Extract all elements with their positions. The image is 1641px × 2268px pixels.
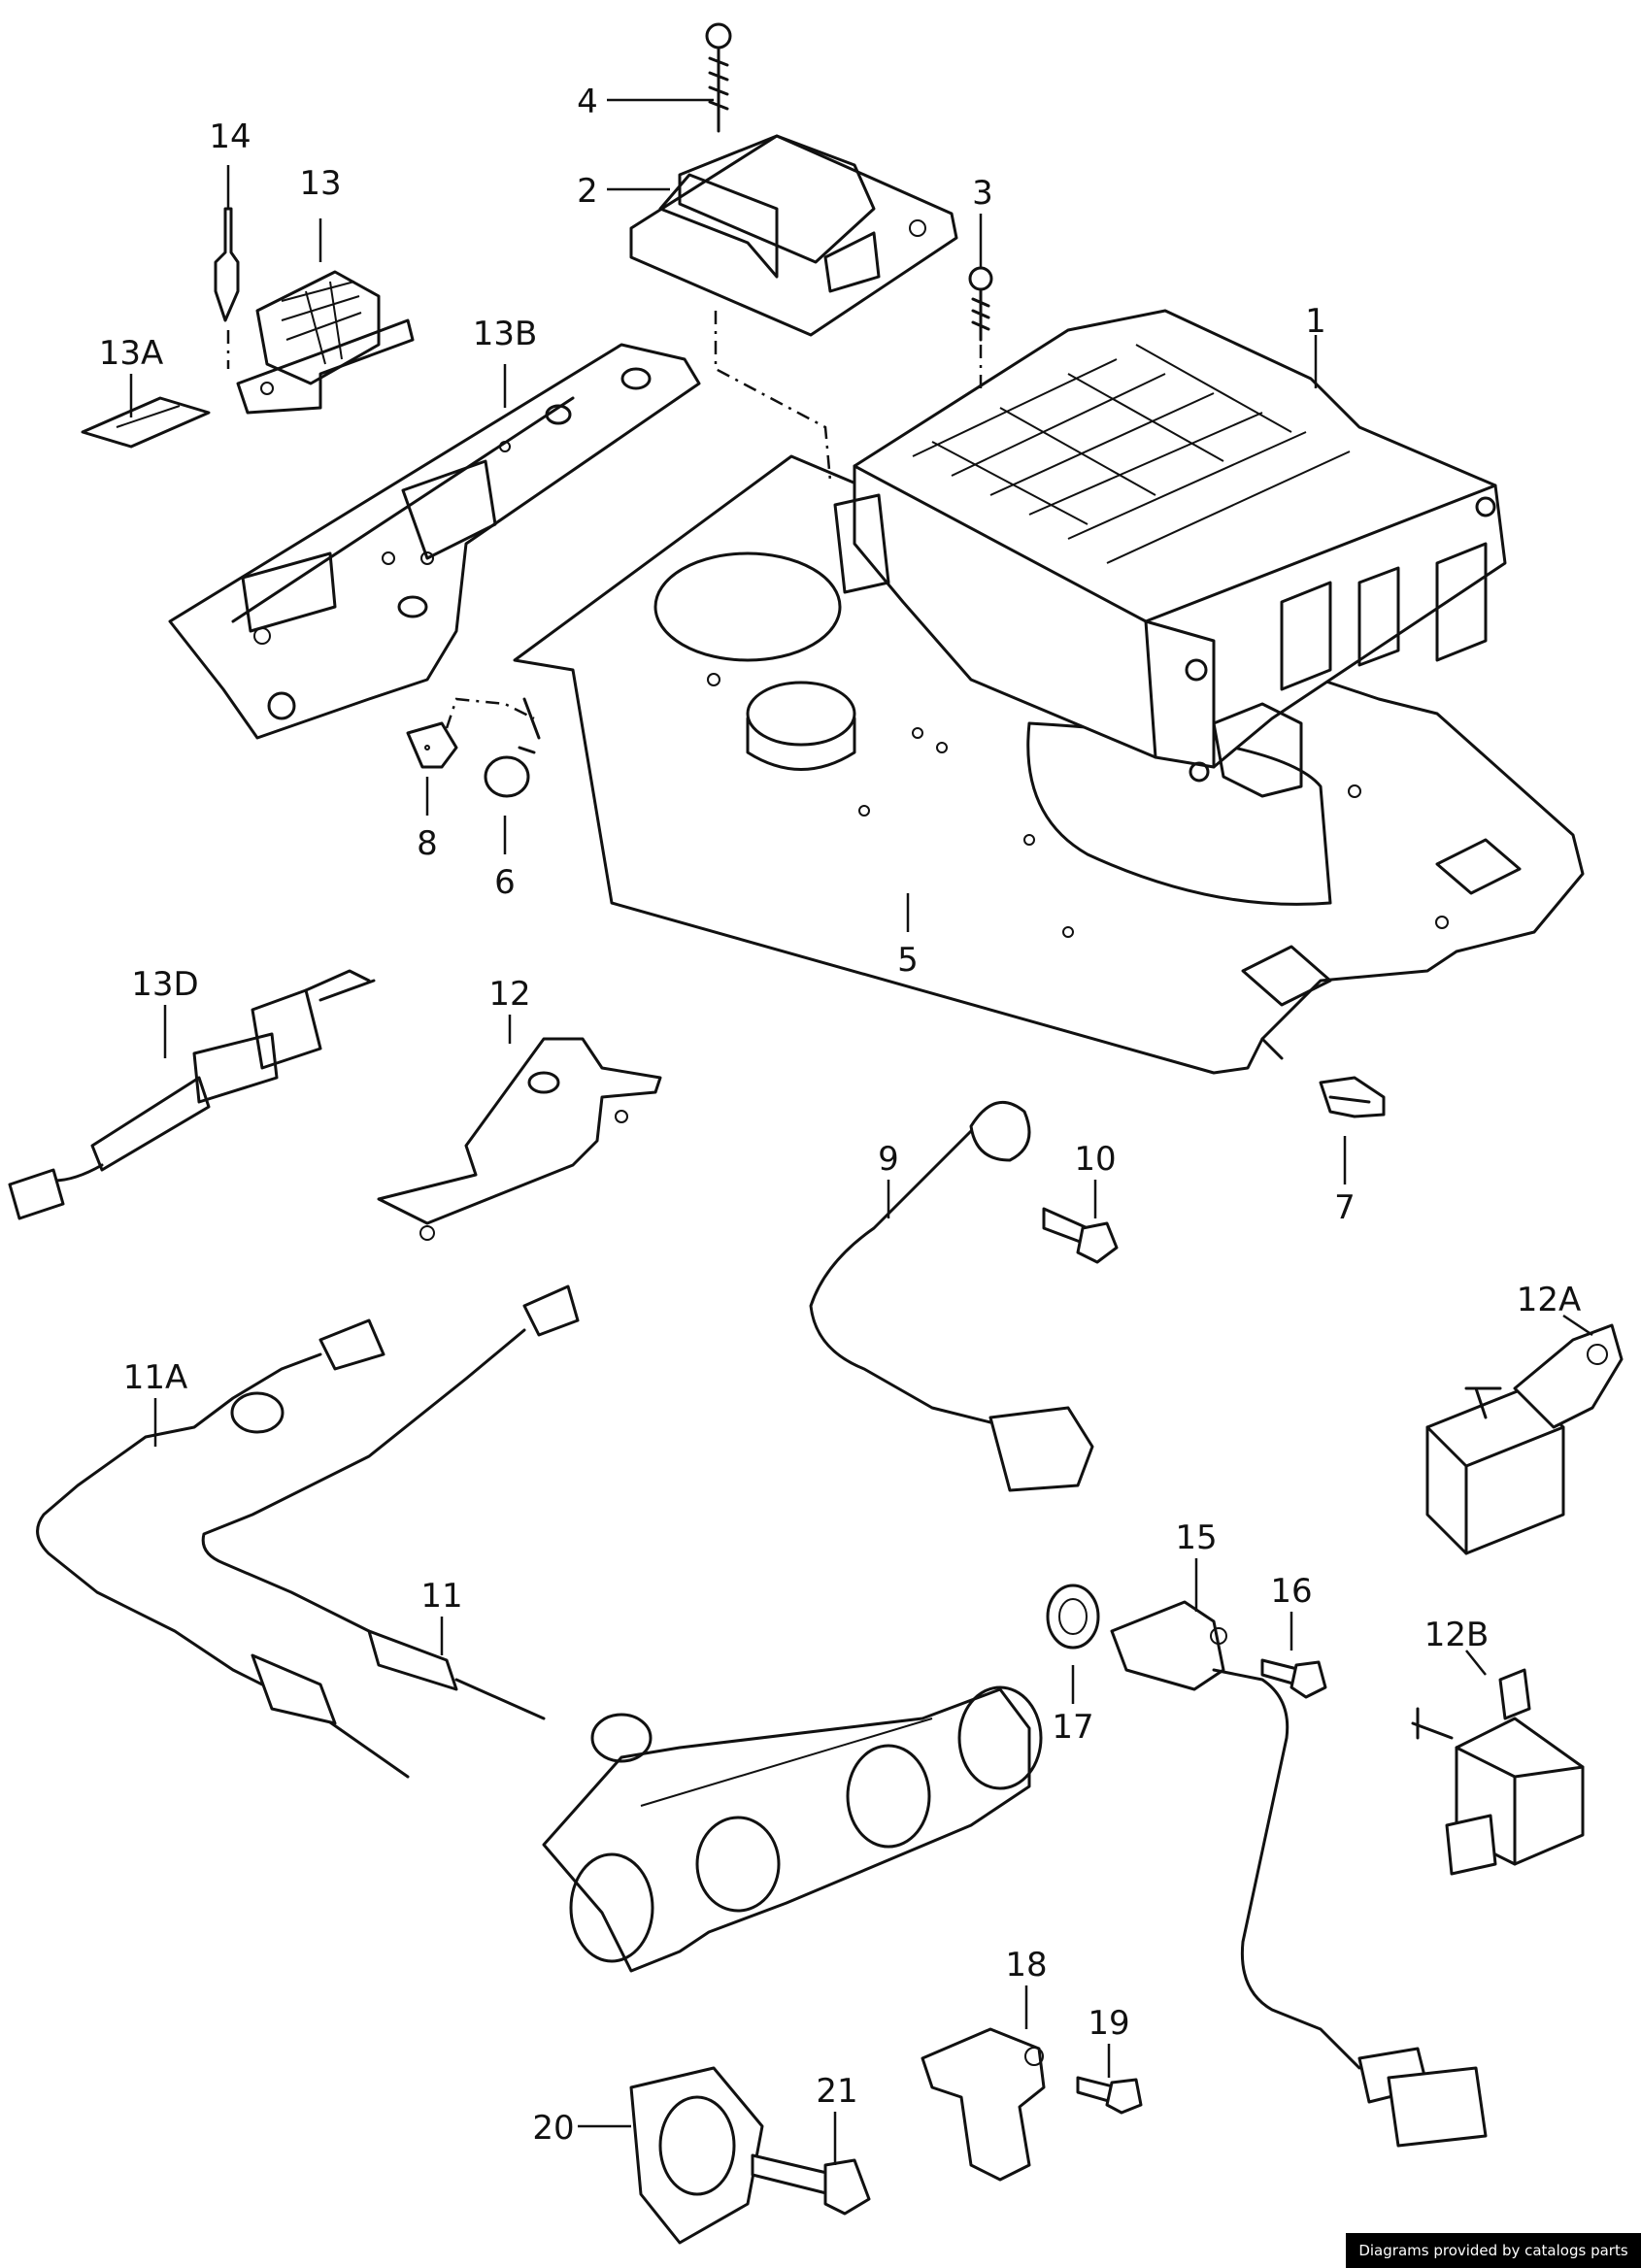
part-15-sensor [1110, 1600, 1488, 2148]
callout-18: 18 [1005, 1946, 1047, 1984]
callout-13: 13 [299, 164, 341, 203]
callout-15: 15 [1175, 1518, 1217, 1557]
part-20-trigger-wheel [629, 2066, 764, 2245]
callout-16: 16 [1270, 1572, 1312, 1611]
part-4-screw [705, 22, 732, 133]
part-11a-sensor [36, 1318, 410, 1779]
part-12-bracket [377, 1037, 662, 1241]
callout-8: 8 [417, 824, 438, 863]
part-1-control-unit [833, 309, 1507, 798]
callout-14: 14 [209, 117, 251, 156]
callout-11: 11 [420, 1577, 462, 1616]
callout-17: 17 [1052, 1708, 1093, 1747]
part-16-bolt [1260, 1658, 1327, 1699]
part-21-bolt [751, 2153, 871, 2216]
callout-12: 12 [488, 975, 530, 1014]
part-14-pin [214, 207, 240, 369]
callout-20: 20 [532, 2109, 574, 2148]
part-12a-valve [1425, 1323, 1624, 1555]
callout-13b: 13B [473, 315, 538, 353]
callout-2: 2 [577, 172, 598, 211]
callout-11a: 11A [123, 1358, 188, 1397]
leader-lines [129, 98, 1593, 2165]
callout-19: 19 [1088, 2004, 1129, 2043]
part-13b-bracket [168, 343, 701, 740]
part-19-bolt [1076, 2076, 1143, 2115]
part-7-clip [1319, 1076, 1386, 1118]
callout-9: 9 [878, 1140, 899, 1179]
part-2-relay-module [629, 134, 958, 482]
callout-10: 10 [1074, 1140, 1116, 1179]
callout-5: 5 [897, 941, 919, 980]
part-18-sensor [921, 2027, 1046, 2182]
callout-1: 1 [1305, 302, 1326, 341]
part-8-cap [406, 697, 535, 769]
callout-labels: 1 2 3 4 5 6 7 8 9 10 11 11A 12 12A 12B 1… [99, 83, 1582, 2148]
part-12b-valve [1411, 1668, 1585, 1876]
callout-12a: 12A [1517, 1281, 1582, 1319]
part-17-seal-ring [1046, 1584, 1100, 1650]
part-13-connector-housing [236, 270, 415, 415]
part-11-sensor [201, 1284, 580, 1720]
part-13a-clip [81, 396, 211, 449]
callout-7: 7 [1334, 1188, 1356, 1227]
callout-4: 4 [577, 83, 598, 121]
callout-6: 6 [494, 863, 516, 902]
callout-13d: 13D [131, 965, 198, 1004]
callout-13a: 13A [99, 334, 164, 373]
part-10-bolt [1042, 1207, 1119, 1264]
part-6-grommet [484, 697, 541, 798]
diagram-credit: Diagrams provided by catalogs parts [1346, 2233, 1641, 2268]
part-9-knock-sensor [809, 1101, 1094, 1492]
callout-21: 21 [816, 2072, 857, 2111]
part-13d-sensor [8, 969, 376, 1220]
callout-12b: 12B [1424, 1616, 1490, 1654]
exhaust-manifold [542, 1685, 1043, 1973]
callout-3: 3 [972, 174, 993, 213]
part-3-screw [968, 266, 993, 388]
